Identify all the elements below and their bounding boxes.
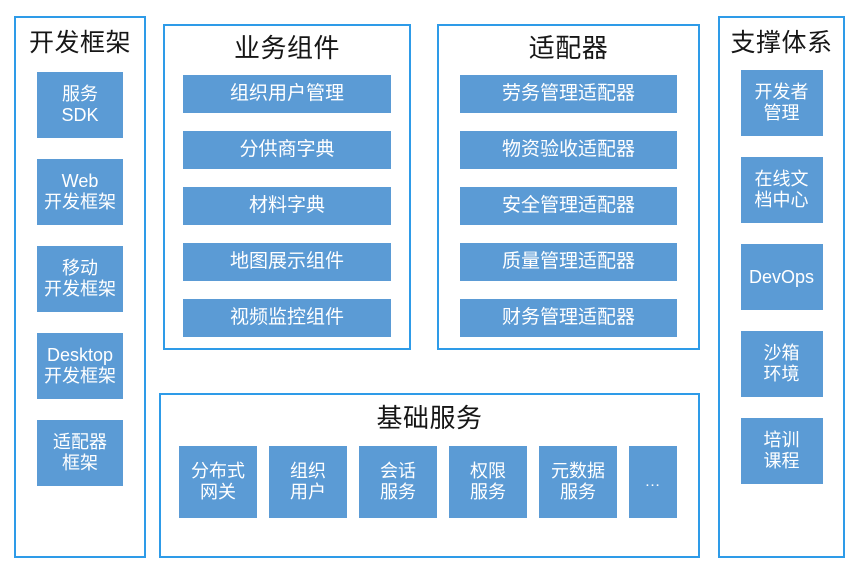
panel-support-system: 支撑体系 开发者 管理 在线文 档中心 DevOps 沙箱 环境 培训 课程 xyxy=(718,16,845,558)
dev-framework-item-mobile-framework[interactable]: 移动 开发框架 xyxy=(37,246,123,312)
business-component-map-display[interactable]: 地图展示组件 xyxy=(183,243,391,281)
dev-framework-item-adapter-framework[interactable]: 适配器 框架 xyxy=(37,420,123,486)
business-component-supplier-dictionary[interactable]: 分供商字典 xyxy=(183,131,391,169)
adapter-material-acceptance[interactable]: 物资验收适配器 xyxy=(460,131,677,169)
business-component-video-monitoring[interactable]: 视频监控组件 xyxy=(183,299,391,337)
business-component-org-user-management[interactable]: 组织用户管理 xyxy=(183,75,391,113)
support-item-devops[interactable]: DevOps xyxy=(740,244,823,310)
business-component-material-dictionary[interactable]: 材料字典 xyxy=(183,187,391,225)
base-service-session[interactable]: 会话 服务 xyxy=(359,446,437,518)
panel-base-services: 基础服务 分布式 网关 组织 用户 会话 服务 权限 服务 元数据 服务 … xyxy=(159,393,700,558)
base-service-metadata[interactable]: 元数据 服务 xyxy=(539,446,617,518)
panel-adapters: 适配器 劳务管理适配器 物资验收适配器 安全管理适配器 质量管理适配器 财务管理… xyxy=(437,24,700,350)
business-components-item-list: 组织用户管理 分供商字典 材料字典 地图展示组件 视频监控组件 xyxy=(165,75,409,337)
base-service-distributed-gateway[interactable]: 分布式 网关 xyxy=(179,446,257,518)
adapter-safety-management[interactable]: 安全管理适配器 xyxy=(460,187,677,225)
dev-framework-item-web-framework[interactable]: Web 开发框架 xyxy=(37,159,123,225)
support-item-developer-management[interactable]: 开发者 管理 xyxy=(740,70,823,136)
adapter-labor-management[interactable]: 劳务管理适配器 xyxy=(460,75,677,113)
adapter-quality-management[interactable]: 质量管理适配器 xyxy=(460,243,677,281)
base-service-more-ellipsis[interactable]: … xyxy=(629,446,677,518)
adapters-item-list: 劳务管理适配器 物资验收适配器 安全管理适配器 质量管理适配器 财务管理适配器 xyxy=(439,75,698,337)
base-services-item-list: 分布式 网关 组织 用户 会话 服务 权限 服务 元数据 服务 … xyxy=(161,446,698,518)
adapter-finance-management[interactable]: 财务管理适配器 xyxy=(460,299,677,337)
dev-framework-item-desktop-framework[interactable]: Desktop 开发框架 xyxy=(37,333,123,399)
panel-dev-framework: 开发框架 服务 SDK Web 开发框架 移动 开发框架 Desktop 开发框… xyxy=(14,16,146,558)
panel-support-system-title: 支撑体系 xyxy=(730,29,833,57)
dev-framework-item-list: 服务 SDK Web 开发框架 移动 开发框架 Desktop 开发框架 适配器… xyxy=(16,72,144,486)
panel-business-components: 业务组件 组织用户管理 分供商字典 材料字典 地图展示组件 视频监控组件 xyxy=(163,24,411,350)
panel-dev-framework-title: 开发框架 xyxy=(28,29,131,57)
support-system-item-list: 开发者 管理 在线文 档中心 DevOps 沙箱 环境 培训 课程 xyxy=(720,70,843,484)
base-service-permission[interactable]: 权限 服务 xyxy=(449,446,527,518)
support-item-training-courses[interactable]: 培训 课程 xyxy=(740,418,823,484)
panel-business-components-title: 业务组件 xyxy=(233,33,340,63)
support-item-sandbox-environment[interactable]: 沙箱 环境 xyxy=(740,331,823,397)
support-item-online-doc-center[interactable]: 在线文 档中心 xyxy=(740,157,823,223)
panel-adapters-title: 适配器 xyxy=(528,33,609,63)
dev-framework-item-service-sdk[interactable]: 服务 SDK xyxy=(37,72,123,138)
base-service-org-user[interactable]: 组织 用户 xyxy=(269,446,347,518)
panel-base-services-title: 基础服务 xyxy=(376,403,483,433)
